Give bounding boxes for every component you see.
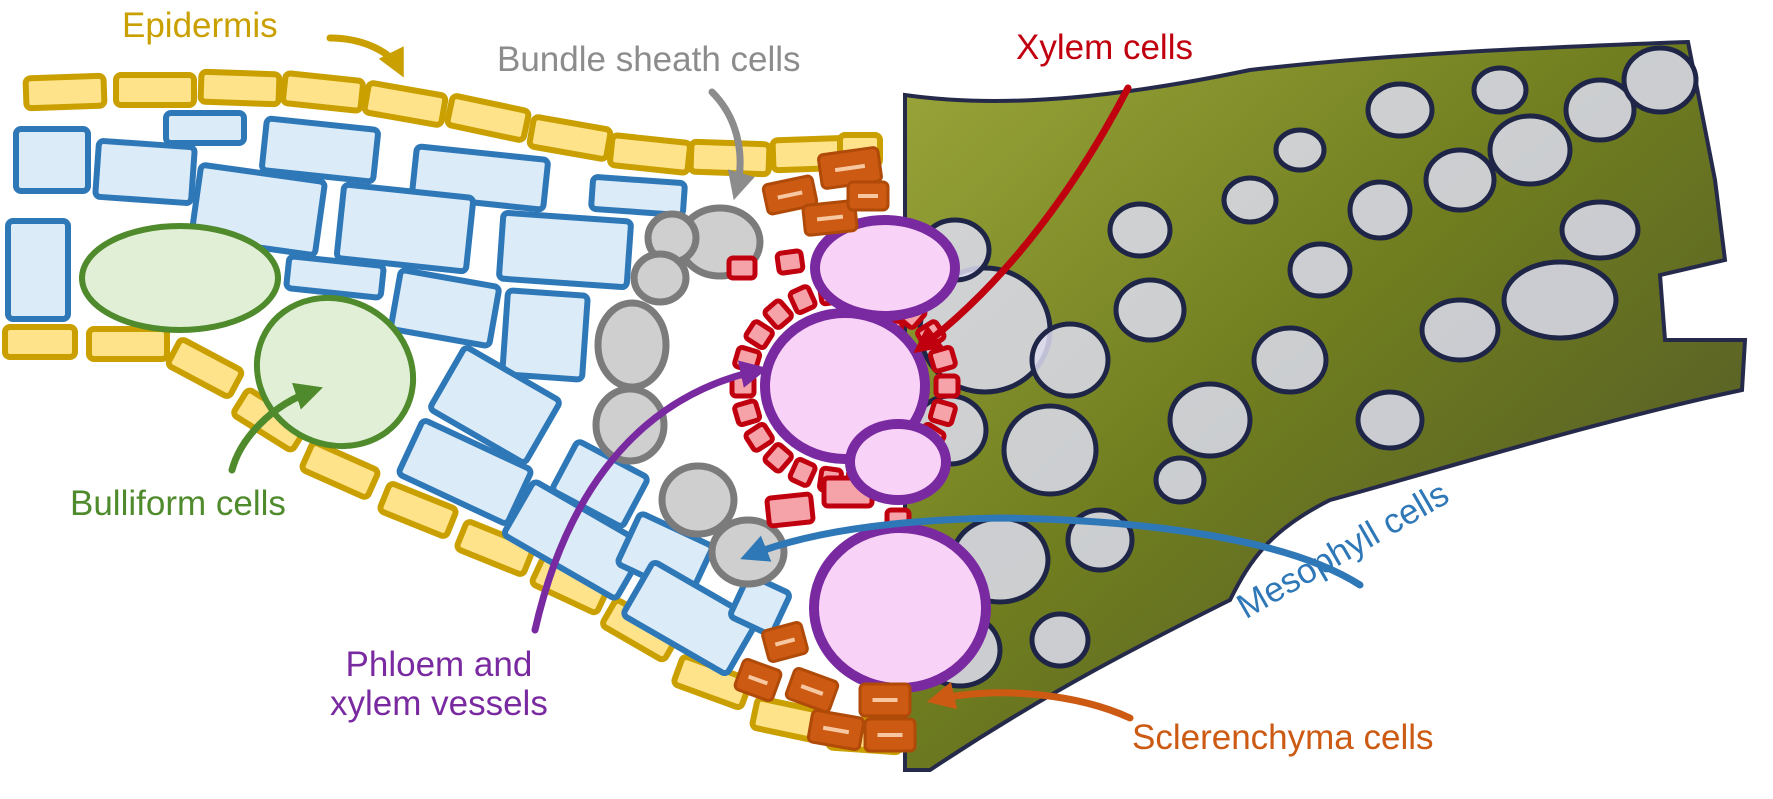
- bundle-sheath-cell: [712, 520, 784, 584]
- xylem-cell: [777, 250, 804, 273]
- micrograph-cell: [1032, 324, 1108, 396]
- vessel: [850, 424, 946, 500]
- phloem-label-line-2: xylem vessels: [330, 684, 548, 723]
- bundle-sheath-cell: [634, 254, 686, 302]
- micrograph-cell: [1350, 182, 1410, 238]
- bundle-sheath-label: Bundle sheath cells: [497, 40, 801, 79]
- mesophyll-cell: [286, 256, 384, 298]
- epidermis-cell: [529, 116, 611, 159]
- bulliform-label: Bulliform cells: [70, 484, 286, 523]
- bulliform-cell: [82, 226, 278, 330]
- bundle-sheath-cell: [596, 389, 664, 461]
- micrograph-cell: [1290, 244, 1350, 296]
- micrograph-cell: [1490, 116, 1570, 184]
- mesophyll-cell: [591, 177, 685, 215]
- micrograph-cell: [1110, 204, 1170, 256]
- micrograph-cell: [1254, 328, 1326, 392]
- xylem-cell: [789, 458, 816, 486]
- epidermis-cell: [447, 95, 530, 141]
- epidermis-cell: [301, 442, 379, 499]
- xylem-cell: [767, 494, 814, 526]
- xylem-cell: [745, 320, 774, 349]
- mesophyll-cell: [166, 113, 244, 143]
- micrograph-cell: [1562, 202, 1638, 258]
- vessel: [815, 220, 955, 316]
- micrograph-cell: [1624, 48, 1696, 112]
- micrograph-cell: [1156, 458, 1204, 502]
- micrograph-cell: [1032, 614, 1088, 666]
- epidermis-cell: [364, 82, 446, 125]
- micrograph-cell: [1426, 150, 1494, 210]
- bundle-sheath-cell: [662, 466, 734, 534]
- sclerenchyma-label: Sclerenchyma cells: [1132, 718, 1434, 757]
- micrograph-cell: [1224, 178, 1276, 222]
- xylem-cell: [929, 400, 956, 425]
- mesophyll-cell: [262, 118, 379, 181]
- xylem-cell: [745, 423, 774, 452]
- epidermis-cell: [5, 327, 75, 357]
- mesophyll-cell: [502, 290, 588, 379]
- xylem-cell: [763, 299, 793, 329]
- micrograph-cell: [1474, 68, 1526, 112]
- xylem-cell: [734, 400, 761, 425]
- micrograph-cell: [1504, 262, 1616, 338]
- xylem-cell: [763, 443, 793, 473]
- xylem-cell: [729, 258, 755, 278]
- xylem-cells-label: Xylem cells: [1016, 28, 1193, 67]
- bundle-sheath-cell: [598, 303, 666, 387]
- micrograph-cell: [1276, 130, 1324, 170]
- xylem-cell: [929, 347, 956, 372]
- epidermis-cell: [89, 329, 167, 359]
- epidermis-cell: [610, 135, 691, 173]
- micrograph-cell: [1422, 300, 1498, 360]
- epidermis-cell: [167, 338, 243, 397]
- mesophyll-cell: [499, 213, 631, 288]
- epidermis-label: Epidermis: [122, 6, 278, 45]
- sclerenchyma-inner-line: [817, 217, 843, 220]
- micrograph-cell: [1170, 384, 1250, 456]
- phloem-xylem-vessels-label: Phloem and xylem vessels: [330, 645, 548, 723]
- xylem-cell: [789, 285, 816, 313]
- epidermis-cell: [201, 72, 280, 105]
- micrograph-cell: [1368, 84, 1432, 136]
- epidermis-cell: [116, 75, 194, 105]
- epidermis-cell: [691, 142, 770, 175]
- mesophyll-cell: [16, 129, 88, 191]
- micrograph-cell: [1116, 280, 1184, 340]
- micrograph-cell: [1358, 392, 1422, 448]
- epidermis-cell: [283, 73, 364, 111]
- epidermis-cell: [26, 76, 105, 109]
- mesophyll-cell: [8, 221, 68, 319]
- micrograph-cell: [1004, 406, 1096, 494]
- mesophyll-cell: [95, 141, 195, 204]
- xylem-cell: [936, 376, 958, 396]
- mesophyll-cell: [336, 184, 473, 271]
- phloem-label-line-1: Phloem and: [330, 645, 548, 684]
- vessel: [814, 528, 986, 688]
- micrograph: [905, 42, 1745, 770]
- mesophyll-cell: [391, 270, 500, 346]
- epidermis-arrow-icon: [330, 38, 400, 70]
